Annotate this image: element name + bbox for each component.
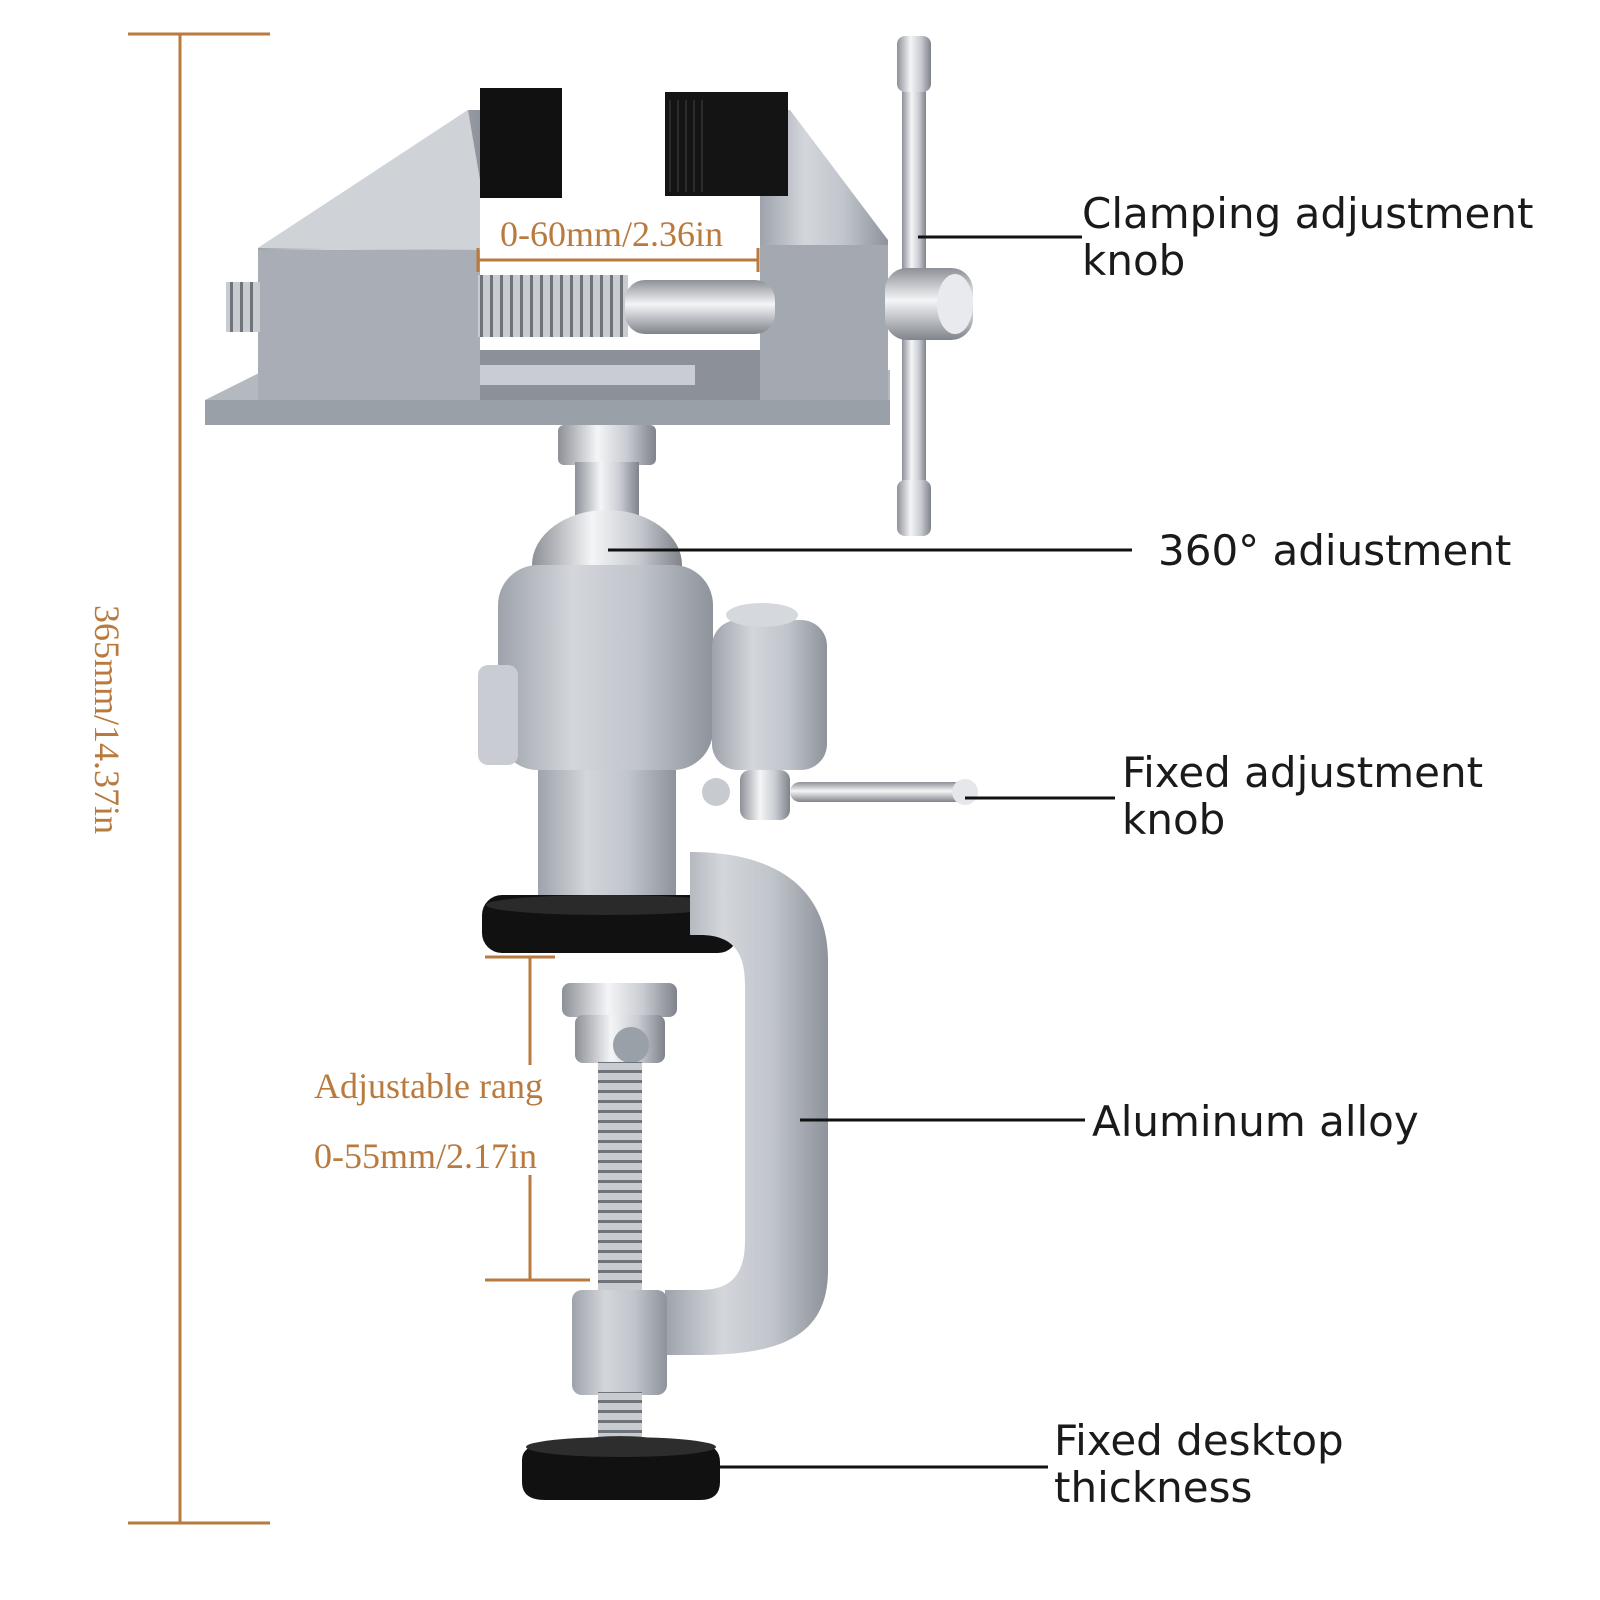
height-dimension-label: 365mm/14.37in	[87, 605, 127, 834]
jaw-opening-label: 0-60mm/2.36in	[500, 214, 723, 254]
callout-desktop-line1: Fixed desktop	[1054, 1416, 1344, 1465]
desktop-thickness-knob	[522, 1436, 720, 1500]
right-jaw-pad	[665, 92, 788, 196]
left-jaw-pad	[480, 88, 562, 198]
jaw-opening-dimension	[476, 248, 760, 272]
c-clamp-frame	[572, 852, 828, 1395]
clamping-adjustment-knob	[885, 36, 973, 536]
vise-base-plate	[205, 400, 890, 425]
vise-head	[205, 88, 890, 425]
callout-material: Aluminum alloy	[1092, 1097, 1419, 1146]
rubber-pad	[482, 895, 738, 953]
height-dimension	[128, 32, 270, 1525]
callout-leaders	[608, 235, 1132, 1469]
callout-rotation: 360° adiustment	[1158, 526, 1511, 575]
fixed-adjustment-knob	[702, 770, 978, 820]
callout-clamping-knob-line2: knob	[1082, 236, 1185, 285]
callout-clamping-knob-line1: Clamping adjustment	[1082, 189, 1533, 238]
lead-screw	[478, 275, 628, 337]
clamp-range-value: 0-55mm/2.17in	[314, 1136, 537, 1176]
clamp-range-label: Adjustable rang	[314, 1066, 543, 1106]
callout-fixed-knob-line1: Fixed adjustment	[1122, 748, 1483, 797]
callout-desktop-line2: thickness	[1054, 1463, 1252, 1512]
callout-fixed-knob-line2: knob	[1122, 795, 1225, 844]
swivel-housing	[478, 565, 827, 895]
